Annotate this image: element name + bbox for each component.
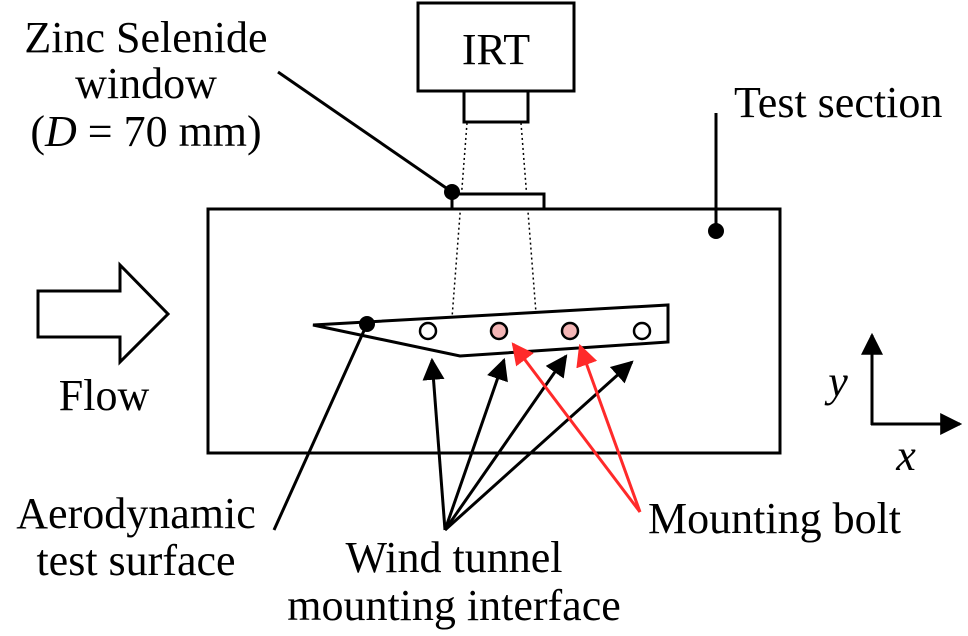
fov-line-left bbox=[451, 122, 468, 319]
flow-label: Flow bbox=[59, 371, 150, 420]
interface-arrows bbox=[422, 354, 634, 532]
interface-label-line1: Wind tunnel bbox=[346, 533, 563, 582]
surface-leader-line bbox=[272, 323, 369, 531]
flow-arrow bbox=[36, 261, 171, 366]
mounting-hole-1 bbox=[418, 321, 438, 341]
window-leader-dot bbox=[444, 184, 460, 200]
interface-label-line2: mounting interface bbox=[287, 581, 621, 630]
mounting-bolt-label: Mounting bolt bbox=[648, 494, 901, 543]
window-label-line3: (D = 70 mm) bbox=[30, 107, 261, 156]
x-axis-label: x bbox=[895, 431, 916, 480]
interface-arrow-1 bbox=[422, 357, 447, 531]
window-label-rest: = 70 mm) bbox=[77, 107, 262, 156]
irt-camera-body bbox=[416, 1, 576, 93]
window-label-open: ( bbox=[30, 107, 45, 156]
bolt-arrow-2 bbox=[576, 343, 642, 513]
zinc-selenide-window bbox=[450, 192, 546, 211]
fov-line-right bbox=[520, 122, 537, 314]
y-axis-label: y bbox=[824, 357, 848, 406]
interface-arrow-2 bbox=[443, 357, 508, 531]
bolt-arrow-1 bbox=[511, 342, 642, 513]
window-label-line1: Zinc Selenide bbox=[24, 13, 267, 62]
surface-label-line1: Aerodynamic bbox=[16, 489, 255, 538]
mounting-hole-2 bbox=[632, 321, 652, 341]
bolt-arrows bbox=[511, 342, 642, 513]
test-section-leader-dot bbox=[708, 223, 724, 239]
test-section-label: Test section bbox=[734, 78, 942, 127]
window-label-line2: window bbox=[75, 59, 217, 108]
mounting-bolt-1 bbox=[489, 321, 509, 341]
window-label-var: D bbox=[44, 107, 77, 156]
irt-label: IRT bbox=[462, 25, 530, 74]
surface-label-line2: test surface bbox=[36, 536, 235, 585]
mounting-bolt-2 bbox=[560, 321, 580, 341]
window-leader-line bbox=[277, 70, 453, 194]
irt-camera-lens bbox=[462, 89, 530, 124]
interface-arrow-4 bbox=[443, 360, 634, 532]
interface-arrow-3 bbox=[443, 354, 568, 531]
